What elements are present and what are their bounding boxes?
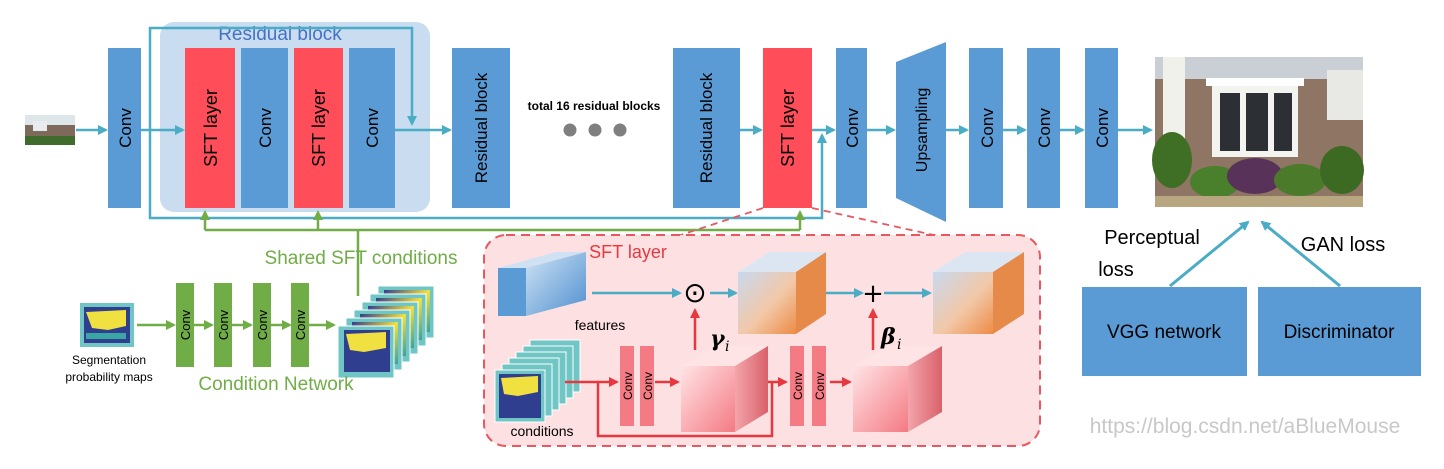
sft-gamma-conv-1-label: Conv: [621, 372, 635, 400]
condition-conv-4-label: Conv: [293, 309, 308, 340]
sft-layer-block-3-label: SFT layer: [778, 89, 798, 167]
discriminator-label: Discriminator: [1284, 322, 1396, 343]
condition-conv-4: Conv: [291, 283, 309, 367]
addition-symbol: +: [862, 279, 884, 309]
conv-block-6: Conv: [1027, 48, 1060, 208]
gan-loss-label: GAN loss: [1301, 234, 1385, 256]
conditions-maps-stack: [494, 339, 581, 423]
perceptual-loss-label-line1: Perceptual: [1104, 227, 1200, 249]
watermark: https://blog.csdn.net/aBlueMouse: [1090, 415, 1401, 438]
conv-block-5-label: Conv: [978, 108, 997, 148]
beta-cube: [853, 346, 942, 432]
beta-symbol: β i: [880, 324, 901, 353]
sft-gamma-conv-2: Conv: [640, 346, 655, 426]
sft-beta-conv-2: Conv: [812, 346, 827, 426]
gamma-subscript: i: [725, 339, 729, 355]
total-blocks-label: total 16 residual blocks: [528, 99, 661, 113]
gamma-letter: γ: [710, 326, 726, 352]
condition-conv-3-label: Conv: [255, 309, 270, 340]
gamma-cube: [681, 346, 768, 432]
elementwise-product-symbol: ⊙: [683, 276, 706, 309]
residual-block-16: Residual block: [673, 48, 740, 208]
gamma-symbol: γ i: [710, 326, 729, 355]
condition-conv-2: Conv: [214, 283, 232, 367]
residual-block-16-label: Residual block: [697, 72, 716, 183]
sft-beta-conv-1: Conv: [790, 346, 805, 426]
beta-subscript: i: [897, 337, 901, 353]
features-label: features: [575, 317, 626, 333]
input-image-thumbnail: [25, 115, 75, 145]
sft-layer-block-1-label: SFT layer: [201, 89, 221, 167]
condition-network-label: Condition Network: [198, 374, 354, 395]
ellipsis-dot-1: [563, 123, 577, 137]
perceptual-loss-label-line2: loss: [1098, 259, 1134, 281]
vgg-network-label: VGG network: [1107, 322, 1222, 343]
conv-block-2: Conv: [241, 48, 288, 208]
loss-arrows: [1169, 220, 1341, 288]
discriminator-box: Discriminator: [1258, 287, 1421, 376]
shared-sft-conditions-label: Shared SFT conditions: [265, 248, 458, 269]
conv-block-4: Conv: [836, 48, 867, 208]
residual-block-1: Residual block: [452, 48, 510, 208]
upsampling-block: Upsampling: [896, 42, 946, 222]
condition-conv-1-label: Conv: [178, 309, 193, 340]
features-cube: [498, 252, 586, 316]
sft-beta-conv-2-label: Conv: [813, 372, 827, 400]
shared-condition-maps-stack: [337, 285, 435, 379]
condition-conv-3: Conv: [253, 283, 271, 367]
condition-conv-2-label: Conv: [216, 309, 231, 340]
sft-layer-block-2-label: SFT layer: [309, 89, 329, 167]
conv-block-7: Conv: [1085, 48, 1118, 208]
beta-letter: β: [880, 324, 896, 350]
sft-layer-block-1: SFT layer: [185, 48, 235, 208]
conv-block-4-label: Conv: [843, 108, 862, 148]
conv-block-1-label: Conv: [116, 108, 135, 148]
sft-gamma-conv-2-label: Conv: [641, 372, 655, 400]
conv-block-7-label: Conv: [1093, 108, 1112, 148]
conv-block-2-label: Conv: [256, 108, 275, 148]
ellipsis-dot-3: [613, 123, 627, 137]
segmentation-caption-line2: probability maps: [65, 370, 152, 384]
vgg-network-box: VGG network: [1082, 287, 1247, 376]
sft-layer-block-3: SFT layer: [763, 48, 812, 208]
output-features-cube: [933, 252, 1024, 334]
residual-block-1-label: Residual block: [472, 72, 491, 183]
sft-beta-conv-1-label: Conv: [791, 372, 805, 400]
conv-block-3-label: Conv: [363, 108, 382, 148]
sft-detail-title: SFT layer: [589, 242, 667, 262]
segmentation-caption-line1: Segmentation: [72, 353, 146, 367]
shared-condition-arrows: [200, 210, 805, 296]
condition-conv-1: Conv: [176, 283, 194, 367]
upsampling-label: Upsampling: [914, 88, 931, 172]
segmentation-map-thumbnail: [80, 303, 134, 347]
main-flow-arrows: [76, 26, 1153, 220]
conv-block-6-label: Conv: [1035, 108, 1054, 148]
sft-layer-block-2: SFT layer: [294, 48, 343, 208]
output-image: [1152, 57, 1364, 207]
sft-gamma-conv-1: Conv: [620, 346, 635, 426]
conditions-label: conditions: [510, 423, 573, 439]
ellipsis-dot-2: [588, 123, 602, 137]
conv-block-3: Conv: [349, 48, 395, 208]
conv-block-1: Conv: [108, 48, 141, 208]
conv-block-5: Conv: [969, 48, 1003, 208]
scaled-features-cube: [738, 252, 826, 334]
